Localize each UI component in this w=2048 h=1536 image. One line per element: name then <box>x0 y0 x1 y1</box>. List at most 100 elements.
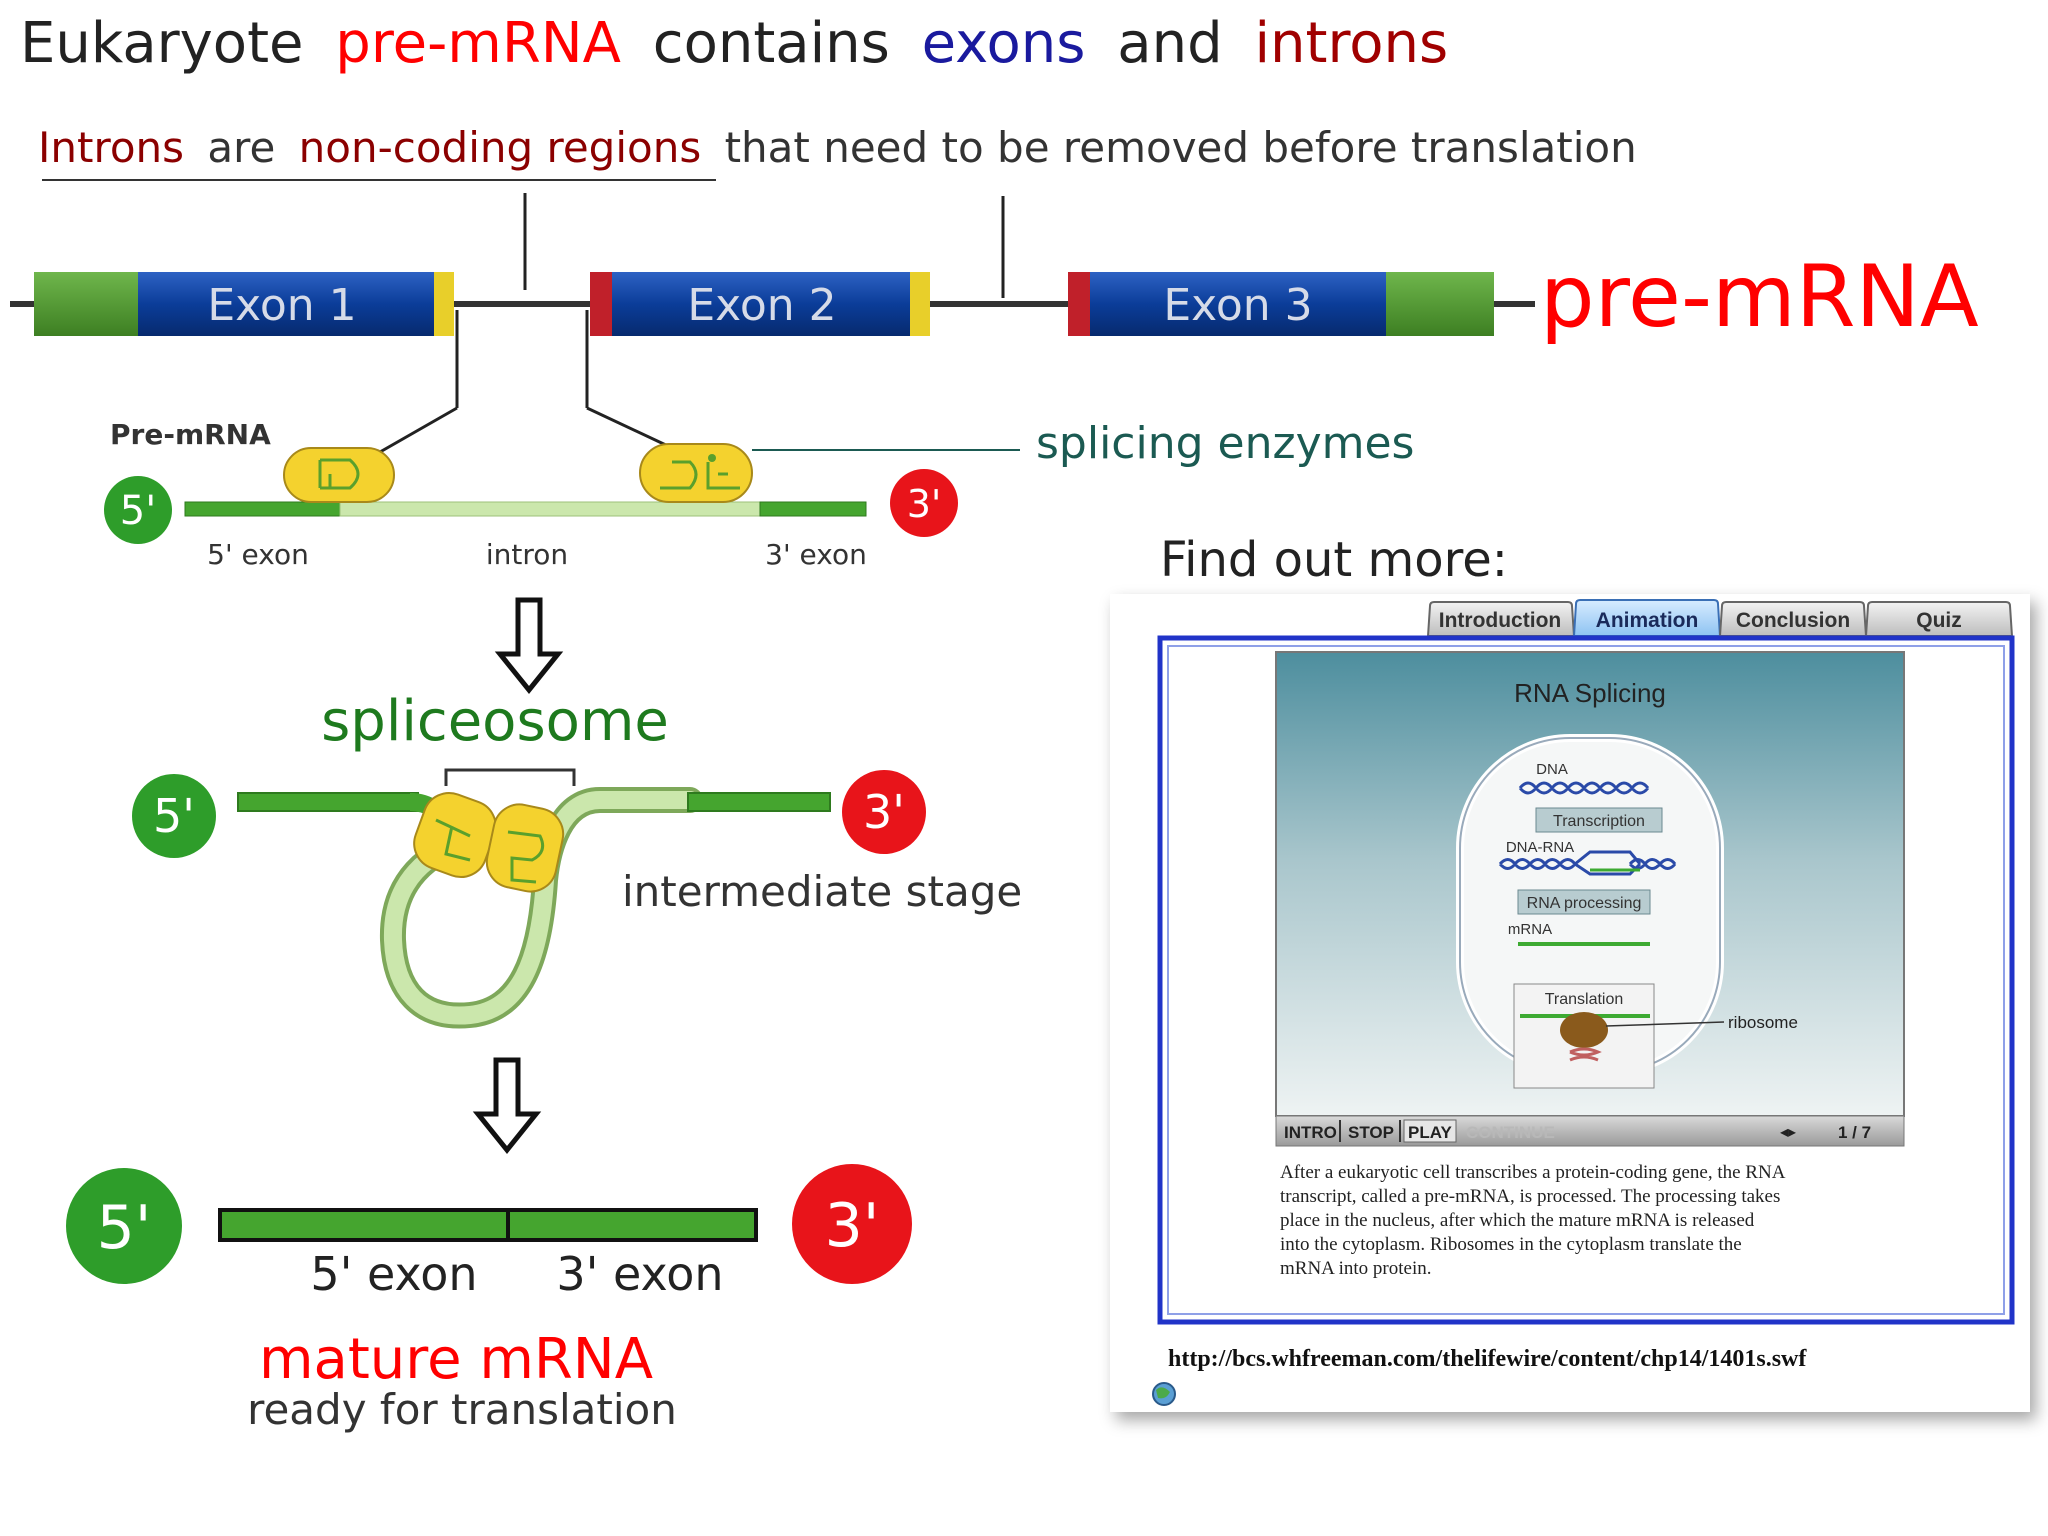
tab-animation[interactable]: Animation <box>1572 599 1722 637</box>
splicing-enzymes-label: splicing enzymes <box>1036 418 1414 469</box>
anim-ribosome-label: ribosome <box>1728 1013 1798 1032</box>
exon2-block <box>612 272 910 336</box>
exon1-block <box>138 272 434 336</box>
subtitle: Introns are non-coding regions that need… <box>38 123 1637 172</box>
animation-url-link[interactable]: http://bcs.whfreeman.com/thelifewire/con… <box>1168 1346 1807 1372</box>
five-prime-cap-2 <box>132 774 216 858</box>
control-intro-button[interactable]: INTRO <box>1284 1123 1337 1142</box>
globe-icon <box>1152 1382 1176 1406</box>
anim-processing-label: RNA processing <box>1527 895 1642 912</box>
down-arrow-1 <box>494 597 564 694</box>
subtitle-noncoding: non-coding regions <box>299 123 702 172</box>
intermediate-stage-label: intermediate stage <box>622 867 1022 916</box>
control-page-indicator: 1 / 7 <box>1838 1123 1871 1142</box>
five-prime-label-2: 5' <box>153 789 195 843</box>
slide-title: Eukaryote pre-mRNA contains exons and in… <box>20 11 1448 76</box>
spliceosome-label: spliceosome <box>321 689 669 754</box>
title-introns: introns <box>1254 11 1448 76</box>
three-prime-cap-3 <box>792 1164 912 1284</box>
anim-transcription-label: Transcription <box>1553 813 1645 830</box>
intron-label: intron <box>486 538 568 571</box>
anim-dna-helix <box>1518 781 1650 795</box>
three-prime-cap-2 <box>842 770 926 854</box>
premrna-strand: Exon 1 Exon 2 Exon 3 <box>10 272 1535 336</box>
zoom-line-left-d <box>372 406 458 458</box>
caption-line-4: into the cytoplasm. Ribosomes in the cyt… <box>1280 1234 1742 1255</box>
caption-line-5: mRNA into protein. <box>1280 1258 1431 1279</box>
spliceosome-complex <box>413 792 565 893</box>
anim-ribosome <box>1560 1012 1608 1048</box>
exon1-utr <box>34 272 138 336</box>
anim-ribosome-leader <box>1605 1021 1725 1027</box>
title-contains: contains <box>653 11 890 76</box>
caption-line-1: After a eukaryotic cell transcribes a pr… <box>1280 1162 1786 1183</box>
exon3-block <box>1090 272 1386 336</box>
three-exon-label: 3' exon <box>765 538 867 571</box>
animation-title: RNA Splicing <box>1514 678 1666 708</box>
control-continue-button[interactable]: CONTINUE <box>1466 1123 1555 1142</box>
three-prime-cap-1 <box>890 469 958 537</box>
tab-introduction[interactable]: Introduction <box>1426 601 1576 637</box>
premrna-label: pre-mRNA <box>1540 247 1979 347</box>
title-and: and <box>1117 11 1222 76</box>
caption-line-2: transcript, called a pre-mRNA, is proces… <box>1280 1186 1780 1207</box>
three-prime-label-1: 3' <box>907 482 942 526</box>
five-exon-strand-2 <box>237 792 419 812</box>
splicing-enzyme-left <box>283 447 395 503</box>
subtitle-are: are <box>207 123 275 172</box>
tab-quiz-label: Quiz <box>1916 609 1962 632</box>
control-stop-button[interactable]: STOP <box>1348 1123 1394 1142</box>
exon1-label: Exon 1 <box>207 280 356 331</box>
mature-three-exon <box>506 1208 758 1242</box>
find-out-more-label: Find out more: <box>1160 532 1508 588</box>
five-prime-label-3: 5' <box>97 1193 152 1263</box>
splicing-enzyme-right <box>639 443 753 503</box>
three-prime-label-3: 3' <box>825 1191 880 1261</box>
down-arrow-2 <box>472 1057 542 1154</box>
three-prime-label-2: 3' <box>863 785 905 839</box>
mature-mrna-label: mature mRNA <box>259 1327 653 1392</box>
zoom-line-right-d <box>586 406 669 448</box>
anim-mrna-label: mRNA <box>1508 921 1552 938</box>
five-exon-strand <box>184 501 341 517</box>
title-pre-mrna: pre-mRNA <box>335 11 621 76</box>
anim-dnarna-label: DNA-RNA <box>1506 839 1574 856</box>
animation-control-bar <box>1275 1115 1905 1147</box>
anim-polypeptide <box>1569 1047 1602 1062</box>
exon2-splice-site-right <box>910 272 930 336</box>
subtitle-rest: that need to be removed before translati… <box>725 123 1637 172</box>
title-exons: exons <box>922 11 1086 76</box>
anim-dna-label: DNA <box>1536 761 1568 778</box>
anim-translation-label: Translation <box>1545 991 1624 1008</box>
spliceosome-bracket <box>444 768 576 786</box>
five-prime-cap-3 <box>66 1168 182 1284</box>
title-eukaryote: Eukaryote <box>20 11 303 76</box>
three-exon-strand <box>759 501 867 517</box>
mature-five-exon <box>218 1208 510 1242</box>
caption-line-3: place in the nucleus, after which the ma… <box>1280 1210 1755 1231</box>
control-play-button[interactable]: PLAY <box>1408 1123 1452 1142</box>
premrna-small-label: Pre-mRNA <box>110 418 271 451</box>
exon1-splice-site <box>434 272 454 336</box>
exon2-label: Exon 2 <box>687 280 836 331</box>
tab-quiz[interactable]: Quiz <box>1864 601 2014 637</box>
mature-three-exon-label: 3' exon <box>556 1247 723 1301</box>
control-step-arrows-icon[interactable]: ◂▸ <box>1780 1124 1796 1141</box>
five-exon-label: 5' exon <box>207 538 309 571</box>
anim-processing-box <box>1517 889 1651 915</box>
mature-five-exon-label: 5' exon <box>310 1247 477 1301</box>
five-prime-cap-1 <box>104 476 172 544</box>
five-prime-label-1: 5' <box>120 488 156 534</box>
animation-content-box-inner <box>1167 645 2005 1315</box>
tab-conclusion[interactable]: Conclusion <box>1718 601 1868 637</box>
tab-conclusion-label: Conclusion <box>1736 609 1850 632</box>
control-play-highlight <box>1403 1119 1457 1143</box>
exon3-label: Exon 3 <box>1163 280 1312 331</box>
exon3-splice-site <box>1068 272 1090 336</box>
intron-strand <box>339 501 761 517</box>
exon2-splice-site-left <box>590 272 612 336</box>
animation-caption: After a eukaryotic cell transcribes a pr… <box>1280 1162 1789 1279</box>
subtitle-introns: Introns <box>38 123 184 172</box>
three-exon-strand-2 <box>687 792 831 812</box>
anim-dnarna-helix <box>1498 858 1677 870</box>
